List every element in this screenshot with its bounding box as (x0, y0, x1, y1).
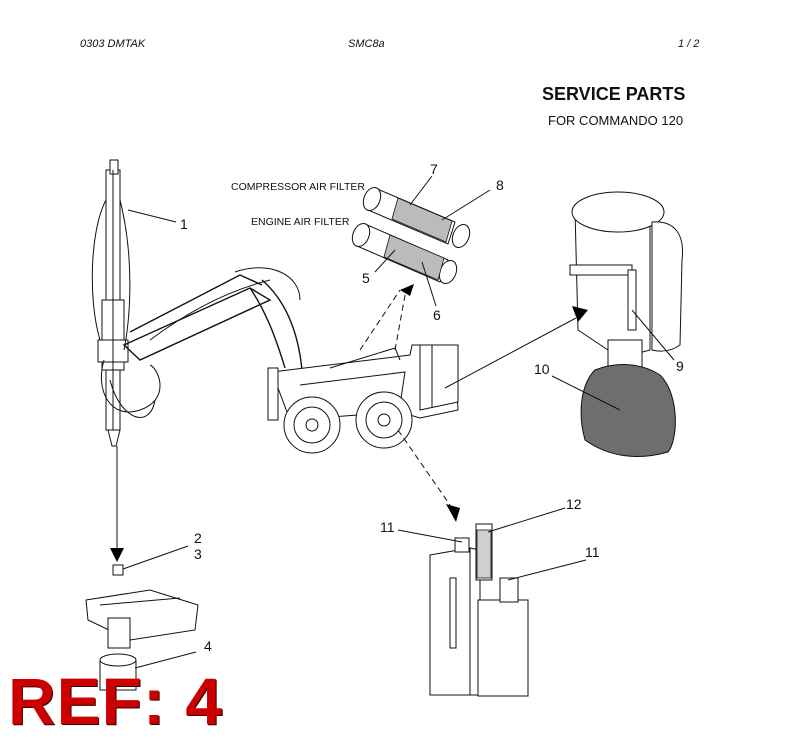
callout-5: 5 (362, 270, 370, 286)
callout-2: 2 (194, 530, 202, 546)
carrier-vehicle (267, 344, 459, 454)
callout-9: 9 (676, 358, 684, 374)
callout-11b: 11 (585, 544, 600, 560)
callout-6: 6 (433, 307, 441, 323)
page-subtitle: FOR COMMANDO 120 (548, 113, 684, 128)
drill-mast (91, 159, 161, 447)
callout-4: 4 (204, 638, 212, 654)
callout-7: 7 (430, 161, 438, 177)
ref-stamp: REF: 4 (8, 664, 224, 738)
callout-10: 10 (534, 361, 550, 377)
drill-adapter (85, 564, 199, 691)
arrows (110, 284, 588, 562)
compressor-filter-label: COMPRESSOR AIR FILTER (231, 181, 365, 193)
callout-1: 1 (180, 216, 188, 232)
boom-arm (122, 267, 303, 371)
engine-filter-label: ENGINE AIR FILTER (251, 216, 350, 228)
header-sheet-id: SMC8a (348, 38, 385, 50)
callout-11a: 11 (380, 519, 395, 535)
header-page-number: 1 / 2 (678, 38, 700, 50)
dust-collector (569, 191, 684, 457)
callout-3: 3 (194, 546, 202, 562)
leader-lines (122, 175, 675, 669)
callout-12: 12 (566, 496, 582, 512)
header-doc-code: 0303 DMTAK (80, 38, 146, 50)
tank-assembly (429, 523, 529, 697)
page-title: SERVICE PARTS (542, 84, 686, 104)
engine-air-filter (351, 222, 458, 285)
callout-8: 8 (496, 177, 504, 193)
compressor-air-filter (362, 186, 471, 249)
